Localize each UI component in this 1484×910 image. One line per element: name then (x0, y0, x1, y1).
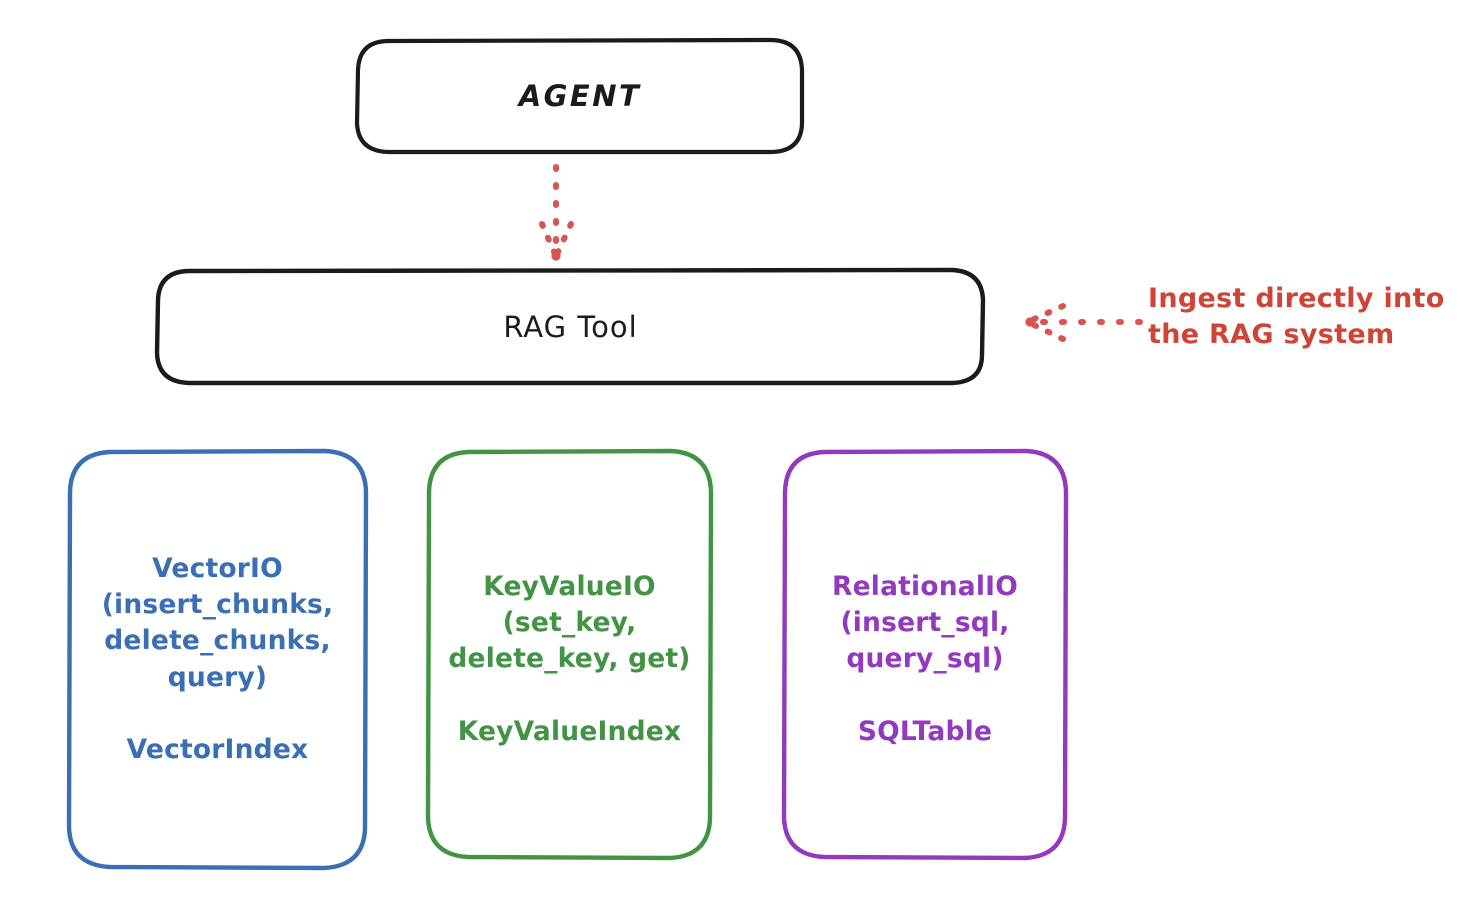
key-value-io-box-outline (425, 448, 714, 861)
key-value-io-node[interactable]: KeyValueIO (set_key, delete_key, get) Ke… (428, 450, 711, 869)
relational-io-label: RelationalIO (insert_sql, query_sql) SQL… (832, 571, 1018, 747)
agent-node[interactable]: AGENT (357, 40, 803, 153)
rag-tool-node[interactable]: RAG Tool (157, 270, 984, 384)
ingest-into-rag-tool-connector (1025, 303, 1143, 342)
agent-label: AGENT (518, 79, 642, 114)
vector-io-box-outline (66, 448, 369, 871)
key-value-io-label: KeyValueIO (set_key, delete_key, get) Ke… (448, 571, 691, 747)
agent-box-outline (354, 37, 805, 155)
relational-io-box-outline (781, 448, 1069, 861)
rag-tool-label: RAG Tool (503, 309, 638, 344)
vector-io-node[interactable]: VectorIO (insert_chunks, delete_chunks, … (68, 450, 367, 869)
relational-io-node[interactable]: RelationalIO (insert_sql, query_sql) SQL… (784, 450, 1066, 869)
rag-tool-box-outline (154, 267, 986, 386)
vector-io-label: VectorIO (insert_chunks, delete_chunks, … (101, 553, 334, 765)
ingest-annotation-text: Ingest directly into the RAG system (1148, 283, 1445, 350)
agent-to-rag-tool-connector (539, 164, 574, 261)
